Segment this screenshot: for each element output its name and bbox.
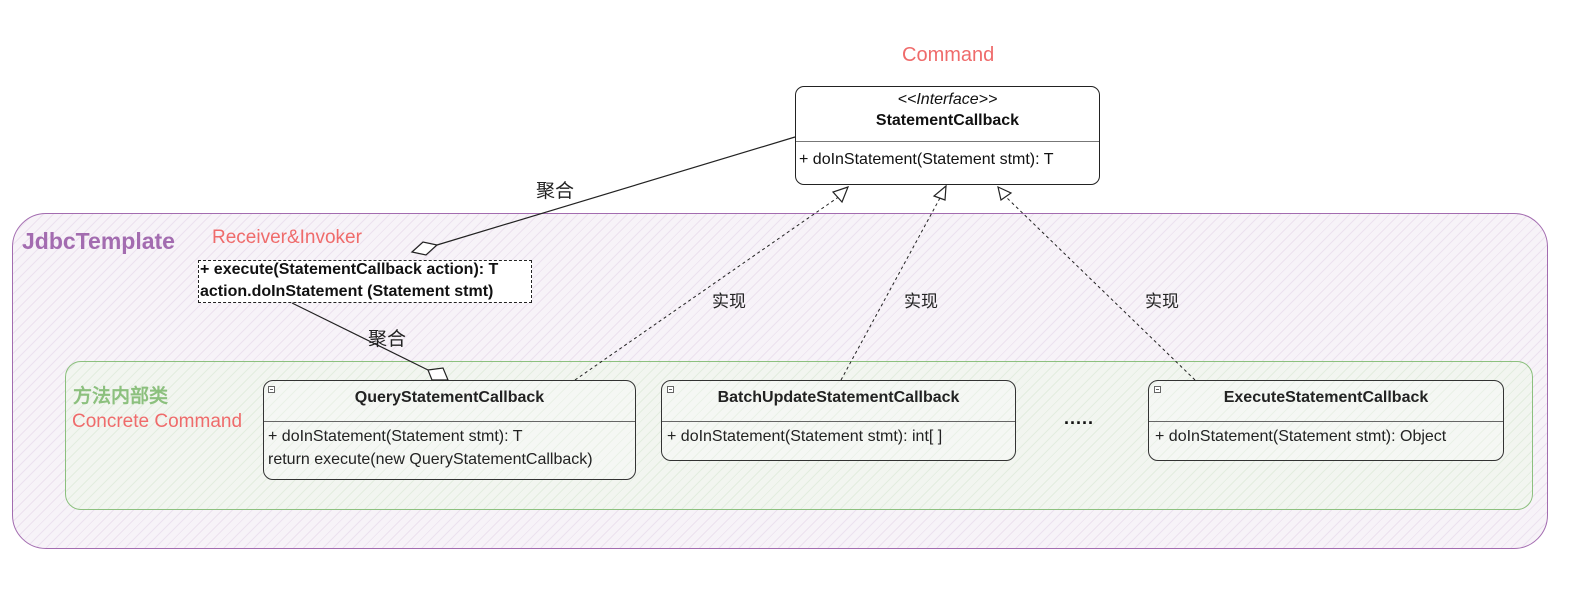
- query-class-method-body: return execute(new QueryStatementCallbac…: [268, 451, 593, 468]
- batch-class-name: BatchUpdateStatementCallback: [717, 389, 960, 406]
- interface-method: + doInStatement(Statement stmt): T: [799, 151, 1054, 168]
- interface-stereotype: <<Interface>>: [897, 91, 998, 108]
- execute-statement-callback-box[interactable]: [1148, 380, 1504, 461]
- aggregation-label-2: 聚合: [368, 329, 407, 350]
- interface-name: StatementCallback: [875, 112, 1020, 129]
- invoker-method-signature: + execute(StatementCallback action): T: [200, 261, 499, 278]
- realization-arrowhead-2: [932, 184, 947, 201]
- interface-box[interactable]: [795, 86, 1100, 185]
- more-classes-ellipsis: .....: [1064, 408, 1095, 428]
- query-class-divider: [264, 421, 635, 422]
- query-class-method: + doInStatement(Statement stmt): T: [268, 428, 523, 445]
- realization-label-1: 实现: [712, 292, 746, 311]
- interface-divider: [796, 141, 1099, 142]
- invoker-method-body: action.doInStatement (Statement stmt): [200, 283, 494, 300]
- inner-class-title: 方法内部类: [73, 386, 169, 407]
- receiver-invoker-label: Receiver&Invoker: [212, 227, 362, 248]
- realization-label-2: 实现: [904, 292, 938, 311]
- realization-arrowhead-3: [997, 185, 1013, 202]
- inner-class-container: [65, 361, 1533, 510]
- command-title: Command: [902, 44, 995, 66]
- aggregation-label-1: 聚合: [536, 181, 575, 202]
- batch-class-method: + doInStatement(Statement stmt): int[ ]: [667, 428, 943, 445]
- concrete-command-label: Concrete Command: [72, 411, 243, 432]
- collapse-icon[interactable]: [667, 386, 674, 393]
- collapse-icon[interactable]: [1154, 386, 1161, 393]
- realization-label-3: 实现: [1145, 292, 1179, 311]
- query-statement-callback-box[interactable]: [263, 380, 636, 480]
- execute-class-name: ExecuteStatementCallback: [1223, 389, 1429, 406]
- batch-class-divider: [662, 421, 1015, 422]
- realization-arrowhead-1: [831, 186, 850, 204]
- batch-update-statement-callback-box[interactable]: [661, 380, 1016, 461]
- execute-class-method: + doInStatement(Statement stmt): Object: [1155, 428, 1447, 445]
- query-class-name: QueryStatementCallback: [354, 389, 545, 406]
- execute-class-divider: [1149, 421, 1503, 422]
- jdbc-template-title: JdbcTemplate: [22, 228, 175, 254]
- collapse-icon[interactable]: [268, 386, 275, 393]
